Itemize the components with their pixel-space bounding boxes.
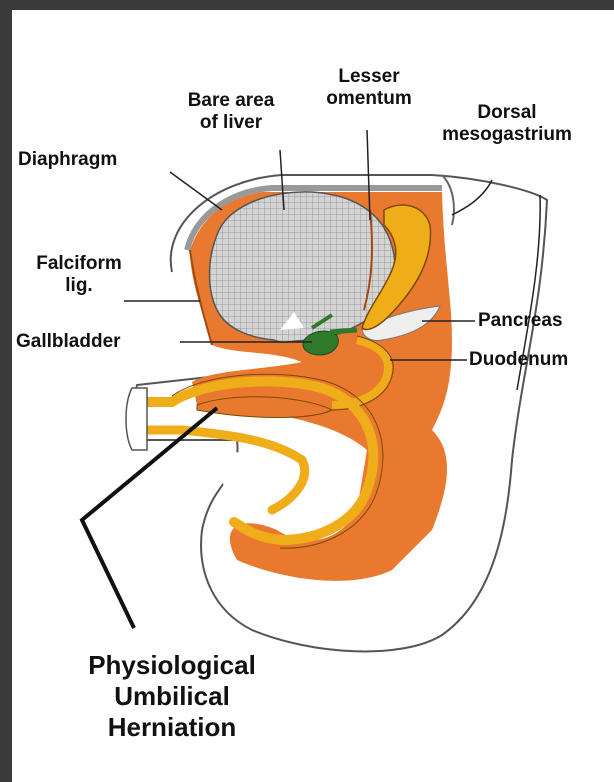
label-pancreas: Pancreas: [478, 310, 612, 332]
label-herniation: Physiological Umbilical Herniation: [52, 650, 292, 743]
umbilical-cord-stub: [126, 388, 147, 450]
label-falciform-line1: Falciform: [16, 253, 142, 275]
label-gallbladder: Gallbladder: [16, 331, 180, 353]
label-herniation-line1: Physiological: [52, 650, 292, 681]
label-bare-area-line1: Bare area: [164, 90, 298, 112]
dorsal-wall-outline: [442, 175, 454, 225]
label-herniation-line3: Herniation: [52, 712, 292, 743]
label-falciform-line2: lig.: [16, 275, 142, 297]
label-herniation-line2: Umbilical: [52, 681, 292, 712]
label-lesser-omentum-line1: Lesser: [304, 66, 434, 88]
label-bare-area-line2: of liver: [164, 112, 298, 134]
label-dorsal-mesogastrium-line2: mesogastrium: [407, 124, 607, 146]
label-duodenum: Duodenum: [469, 349, 614, 371]
diagram-panel: Bare area of liver Lesser omentum Dorsal…: [12, 10, 614, 782]
bile-duct: [330, 330, 357, 332]
pointer-dorsal-mesogastrium: [452, 180, 492, 215]
label-falciform: Falciform lig.: [16, 253, 142, 297]
pointer-diaphragm: [170, 172, 222, 210]
label-diaphragm: Diaphragm: [18, 149, 178, 171]
label-dorsal-mesogastrium: Dorsal mesogastrium: [407, 102, 607, 146]
label-dorsal-mesogastrium-line1: Dorsal: [407, 102, 607, 124]
label-bare-area: Bare area of liver: [164, 90, 298, 134]
